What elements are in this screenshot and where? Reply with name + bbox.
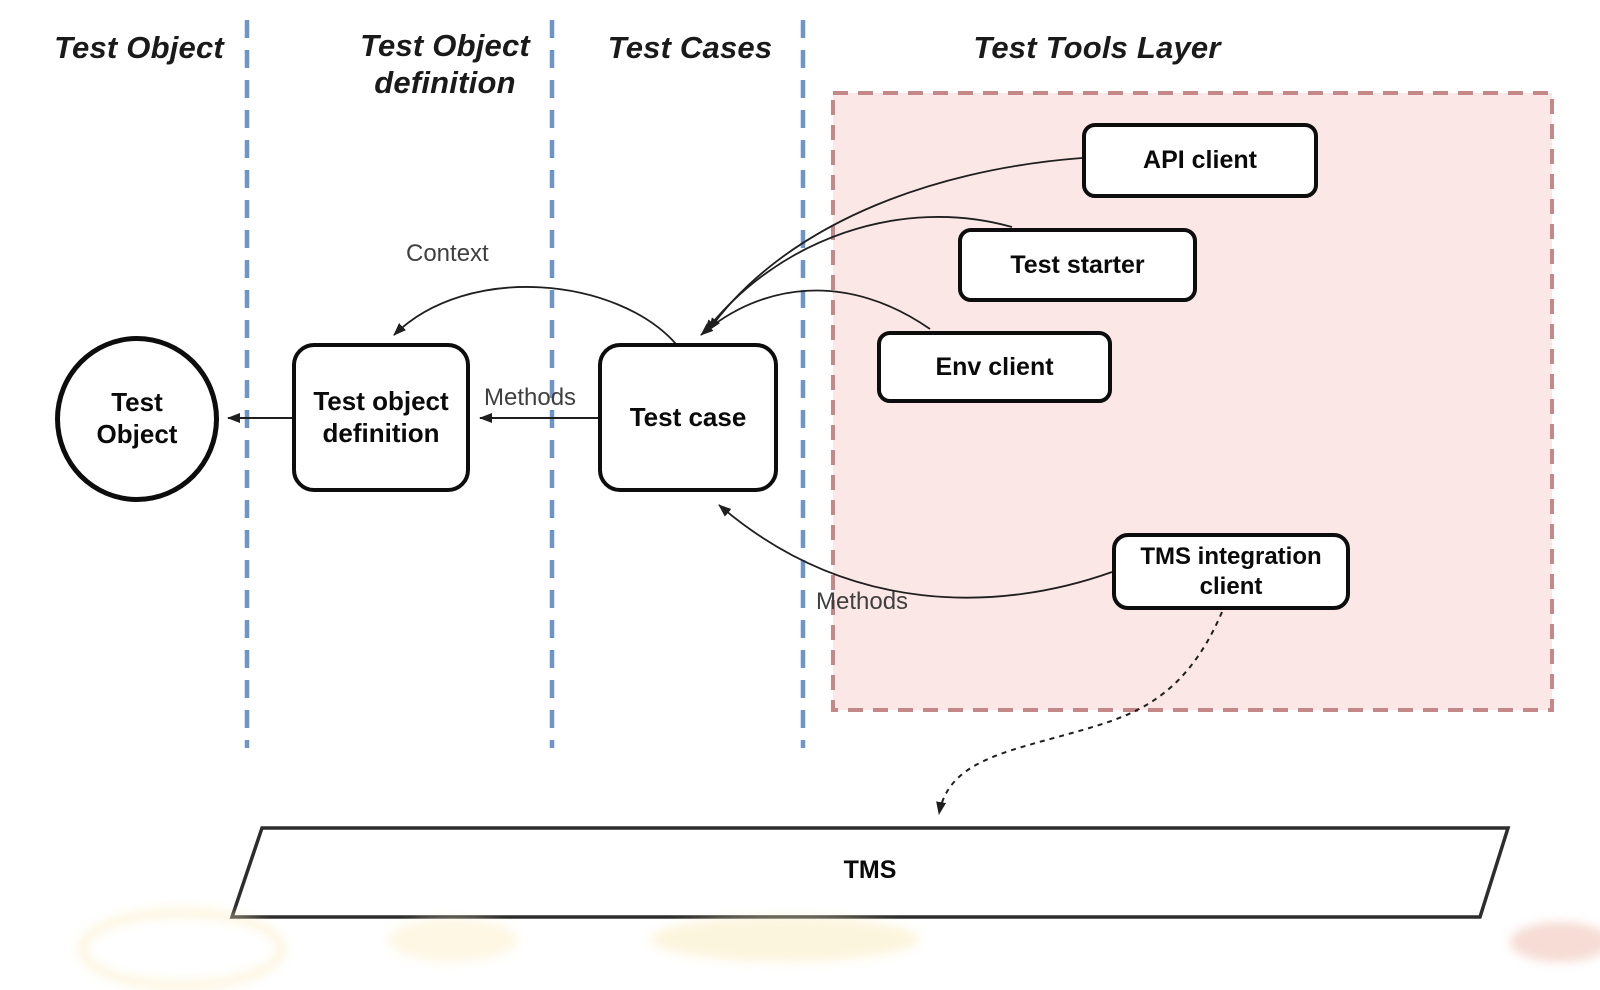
tms-parallelogram (229, 826, 1511, 919)
lane-header-test-cases: Test Cases (607, 30, 773, 65)
node-api-client: API client (1082, 123, 1318, 198)
node-test-object-label: Test Object (96, 387, 178, 449)
node-test-object-definition: Test object definition (292, 343, 470, 492)
edge-context-case-to-definition (393, 286, 677, 345)
node-tms-integration-client-label: TMS integration client (1140, 543, 1322, 600)
node-api-client-label: API client (1143, 146, 1257, 175)
edge-label-context: Context (406, 240, 489, 267)
edge-label-methods-definition: Methods (484, 384, 577, 411)
node-env-client-label: Env client (935, 352, 1054, 381)
bottom-edge-artifact (388, 918, 518, 962)
edge-tms-client-to-case (718, 504, 1113, 599)
bottom-edge-artifact (650, 916, 920, 962)
node-test-case-label: Test case (629, 401, 747, 432)
edge-test-starter-to-case (704, 216, 1013, 333)
lane-header-test-tools-layer: Test Tools Layer (973, 30, 1221, 65)
diagram-canvas: Test Object Test Object definition Test … (54, 20, 1600, 990)
lane-header-test-object-definition: Test Object definition (360, 28, 530, 100)
bottom-edge-artifact (78, 908, 286, 990)
diagram-connectors (227, 20, 1554, 919)
node-tms-label: TMS (843, 856, 897, 884)
node-test-object: Test Object (55, 336, 219, 502)
node-test-case: Test case (598, 343, 778, 492)
edge-tms-client-to-tms-dotted (936, 611, 1223, 815)
edge-env-client-to-case (700, 289, 931, 336)
bottom-edge-artifact (1510, 922, 1600, 962)
node-test-object-definition-label: Test object definition (313, 385, 449, 448)
node-tms-integration-client: TMS integration client (1112, 533, 1350, 610)
edge-label-methods-tms: Methods (816, 588, 909, 615)
node-test-starter-label: Test starter (1010, 250, 1145, 279)
node-test-starter: Test starter (958, 228, 1197, 302)
node-env-client: Env client (877, 331, 1112, 403)
lane-header-test-object: Test Object (54, 30, 224, 65)
